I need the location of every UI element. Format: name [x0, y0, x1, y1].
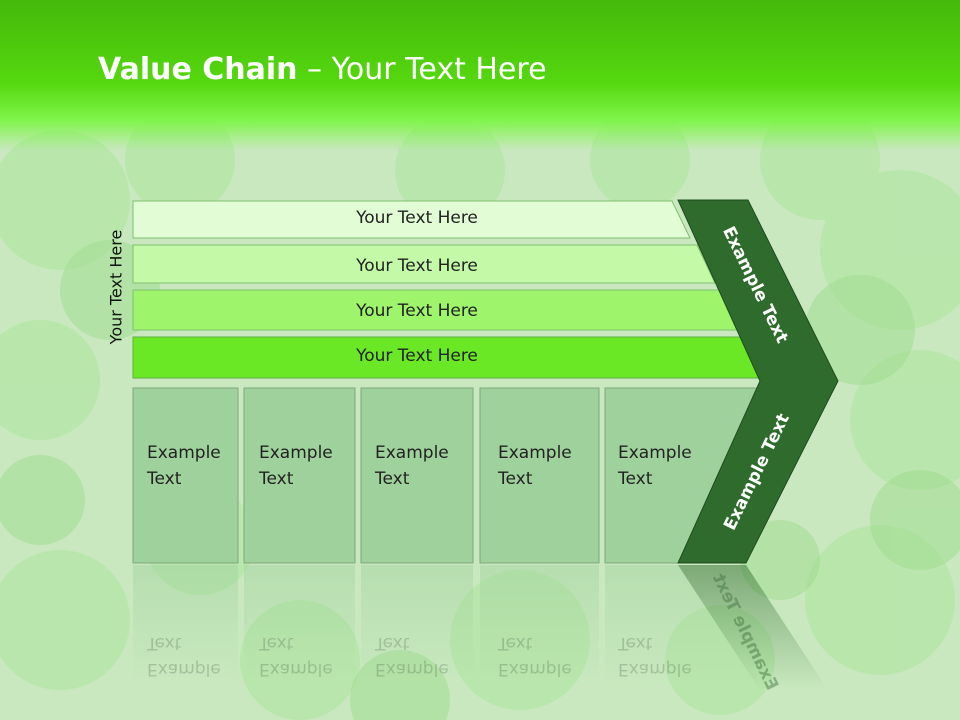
box-2 — [243, 387, 356, 564]
bar-2 — [132, 244, 716, 284]
bar-label: Your Text Here — [356, 256, 478, 276]
box-label-line1: Example — [147, 443, 221, 463]
box-reflection — [480, 565, 599, 685]
box-label-line2: Text — [375, 469, 410, 489]
reflection-line1: Example — [147, 659, 221, 679]
box-label-line1: Example — [375, 443, 449, 463]
box-1 — [132, 387, 239, 564]
box-label-reflection: Example Text — [147, 630, 221, 682]
chevron-arrow — [677, 199, 839, 564]
box-label-reflection: Example Text — [259, 630, 333, 682]
box-label-reflection: Example Text — [498, 630, 572, 682]
header-band — [0, 0, 960, 150]
reflection-line1: Example — [259, 659, 333, 679]
bar-1 — [132, 200, 691, 239]
reflection-line2: Text — [259, 633, 294, 653]
box-reflection — [605, 565, 760, 688]
reflection-line1: Example — [618, 659, 692, 679]
box-label-reflection: Example Text — [375, 630, 449, 682]
box-label-line2: Text — [259, 469, 294, 489]
box-label-line2: Text — [147, 469, 182, 489]
reflection-line1: Example — [375, 659, 449, 679]
bar-label: Your Text Here — [356, 346, 478, 366]
box-reflection — [361, 565, 473, 685]
title-bold: Value Chain — [98, 52, 298, 87]
reflection-line2: Text — [375, 633, 410, 653]
reflection-line2: Text — [618, 633, 653, 653]
box-label-line2: Text — [618, 469, 653, 489]
box-label-line1: Example — [618, 443, 692, 463]
slide-title: Value Chain – Your Text Here — [98, 52, 547, 87]
bar-label: Your Text Here — [356, 301, 478, 321]
chevron-reflection — [678, 565, 828, 690]
box-label-line1: Example — [259, 443, 333, 463]
box-reflection — [244, 565, 355, 685]
box-label-line1: Example — [498, 443, 572, 463]
box-label-line2: Text — [498, 469, 533, 489]
bar-label: Your Text Here — [356, 208, 478, 228]
box-4 — [479, 387, 600, 564]
reflection-line2: Text — [147, 633, 182, 653]
reflection-line1: Example — [498, 659, 572, 679]
box-label-reflection: Example Text — [618, 630, 692, 682]
box-3 — [360, 387, 474, 564]
box-reflection — [133, 565, 238, 685]
reflection-line2: Text — [498, 633, 533, 653]
title-rest: – Your Text Here — [297, 52, 547, 87]
